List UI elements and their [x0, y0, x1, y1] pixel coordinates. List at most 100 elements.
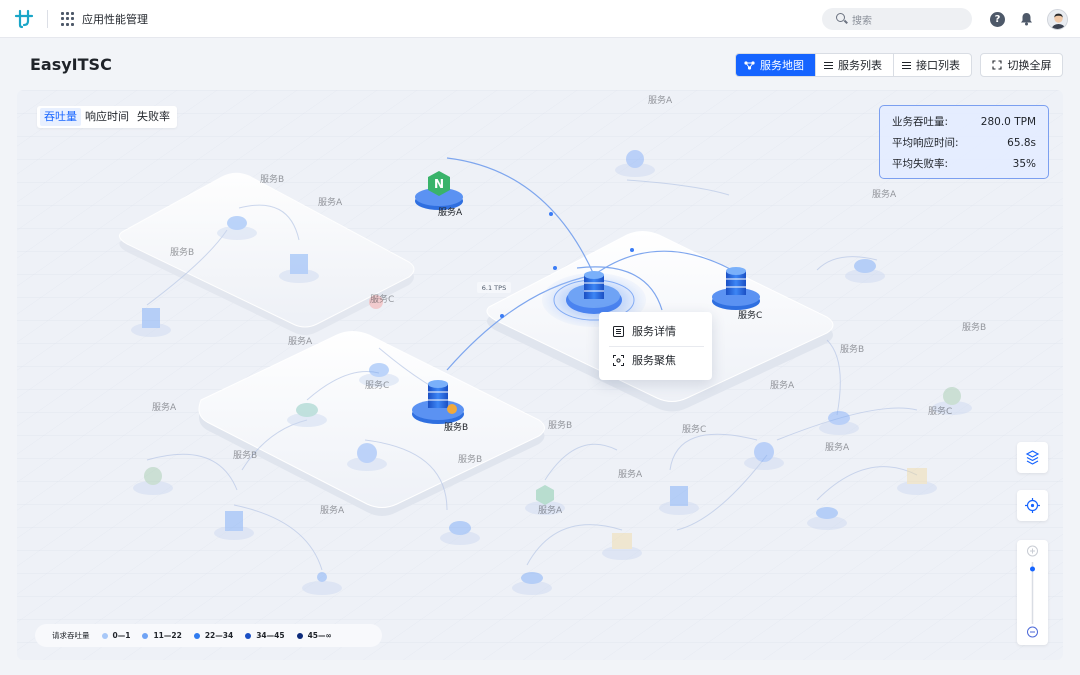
node-label-service-c: 服务C: [738, 311, 763, 321]
stat-label: 平均响应时间:: [892, 137, 959, 149]
search-icon: [836, 13, 845, 22]
node-label-service-a: 服务A: [438, 208, 463, 218]
focus-icon: [613, 354, 624, 366]
legend-item: 22—34: [193, 631, 234, 640]
zoom-out-icon[interactable]: [1027, 626, 1038, 638]
node-label-faded: 服务B: [458, 455, 483, 465]
apps-grid-icon[interactable]: [61, 12, 75, 26]
stat-label: 业务吞吐量:: [892, 116, 949, 128]
detail-icon: [613, 325, 624, 337]
menu-item-service-detail[interactable]: 服务详情: [613, 322, 676, 340]
fullscreen-icon: [991, 60, 1002, 70]
legend-label: 45—∞: [307, 631, 332, 640]
node-label-faded: 服务C: [682, 425, 707, 435]
platform-top-left: [118, 172, 415, 335]
svg-text:N: N: [434, 177, 444, 191]
legend-dot: [101, 632, 108, 639]
list-icon: [824, 61, 833, 69]
node-label-faded: 服务C: [928, 407, 953, 417]
node-service-b: [412, 380, 464, 424]
node-context-menu: 服务详情 服务聚焦: [599, 312, 712, 380]
legend-label: 34—45: [256, 631, 285, 640]
faded-nodes: [131, 150, 972, 595]
alert-dot: [369, 295, 383, 309]
list-icon: [902, 61, 911, 69]
node-label-faded: 服务B: [233, 451, 258, 461]
node-label-faded: 服务B: [840, 345, 865, 355]
target-icon: [1025, 498, 1040, 513]
fullscreen-label: 切换全屏: [1007, 59, 1052, 72]
node-label-faded: 服务A: [318, 198, 343, 208]
legend-label: 11—22: [153, 631, 182, 640]
legend-label: 22—34: [204, 631, 234, 640]
legend-item: 45—∞: [296, 631, 332, 640]
stat-failure-rate: 平均失败率: 35%: [892, 154, 1036, 175]
tab-failure-rate[interactable]: 失败率: [137, 110, 170, 123]
stat-response-time: 平均响应时间: 65.8s: [892, 133, 1036, 154]
node-label-faded: 服务B: [962, 323, 987, 333]
node-label-faded: 服务C: [370, 295, 395, 305]
stat-value: 280.0 TPM: [980, 116, 1036, 128]
avatar[interactable]: [1047, 9, 1068, 30]
throughput-legend: 请求吞吐量 0—1 11—22 22—34 34—45 45—∞: [35, 624, 382, 647]
node-service-a: N: [415, 171, 463, 210]
stat-throughput: 业务吞吐量: 280.0 TPM: [892, 112, 1036, 133]
node-label-faded: 服务A: [770, 381, 795, 391]
topology-icon: [744, 60, 755, 70]
legend-label: 0—1: [112, 631, 131, 640]
node-label-faded: 服务A: [320, 506, 345, 516]
tps-badge: [477, 282, 511, 293]
node-label-faded: 服务C: [365, 381, 390, 391]
node-label-faded: 服务A: [152, 403, 177, 413]
locate-button[interactable]: [1017, 490, 1048, 521]
service-list-label: 服务列表: [838, 59, 882, 72]
node-label-faded: 服务A: [648, 96, 673, 106]
metric-tabs: 吞吐量 响应时间 失败率: [37, 106, 177, 128]
divider: [47, 10, 48, 28]
app-title: 应用性能管理: [82, 13, 148, 26]
legend-item: 0—1: [101, 631, 131, 640]
menu-divider: [609, 346, 704, 347]
legend-dot: [296, 632, 303, 639]
api-list-label: 接口列表: [916, 59, 960, 72]
search-box[interactable]: 搜索: [822, 8, 972, 30]
fullscreen-button[interactable]: 切换全屏: [980, 53, 1063, 77]
node-label-service-b: 服务B: [444, 423, 469, 433]
zoom-slider-handle[interactable]: [1030, 566, 1035, 572]
map-scene: 6.1 TPS: [17, 90, 1063, 660]
menu-item-label: 服务聚焦: [632, 354, 676, 367]
page-title: EasyITSC: [30, 55, 112, 74]
service-map-canvas[interactable]: 6.1 TPS: [17, 90, 1063, 660]
legend-item: 34—45: [245, 631, 285, 640]
stat-value: 35%: [1012, 158, 1036, 170]
tab-throughput[interactable]: 吞吐量: [40, 108, 81, 126]
zoom-in-icon[interactable]: [1027, 545, 1038, 557]
menu-item-service-focus[interactable]: 服务聚焦: [613, 351, 676, 369]
stat-label: 平均失败率:: [892, 158, 949, 170]
service-list-button[interactable]: 服务列表: [816, 54, 894, 76]
node-label-faded: 服务A: [618, 470, 643, 480]
node-service-c: [712, 267, 760, 310]
node-label-faded: 服务B: [548, 421, 573, 431]
help-icon[interactable]: ?: [990, 12, 1005, 27]
grid-background: [17, 90, 1063, 660]
node-label-faded: 服务A: [872, 190, 897, 200]
bell-icon[interactable]: [1020, 12, 1033, 26]
layers-icon: [1025, 450, 1040, 465]
legend-item: 11—22: [142, 631, 182, 640]
view-switch: 服务地图 服务列表 接口列表: [735, 53, 972, 77]
tab-response-time[interactable]: 响应时间: [85, 110, 129, 123]
stat-value: 65.8s: [1007, 137, 1036, 149]
node-label-faded: 服务B: [260, 175, 285, 185]
faded-edges: [146, 179, 918, 571]
stats-panel: 业务吞吐量: 280.0 TPM 平均响应时间: 65.8s 平均失败率: 35…: [879, 105, 1049, 179]
node-label-faded: 服务A: [288, 337, 313, 347]
service-map-button[interactable]: 服务地图: [736, 54, 816, 76]
search-input[interactable]: 搜索: [852, 16, 872, 27]
platform-bottom-left: [198, 331, 545, 516]
node-label-faded: 服务A: [825, 443, 850, 453]
edge-dots: [500, 212, 634, 318]
logo-icon[interactable]: [12, 9, 36, 29]
api-list-button[interactable]: 接口列表: [894, 54, 971, 76]
view-3d-button[interactable]: [1017, 442, 1048, 473]
